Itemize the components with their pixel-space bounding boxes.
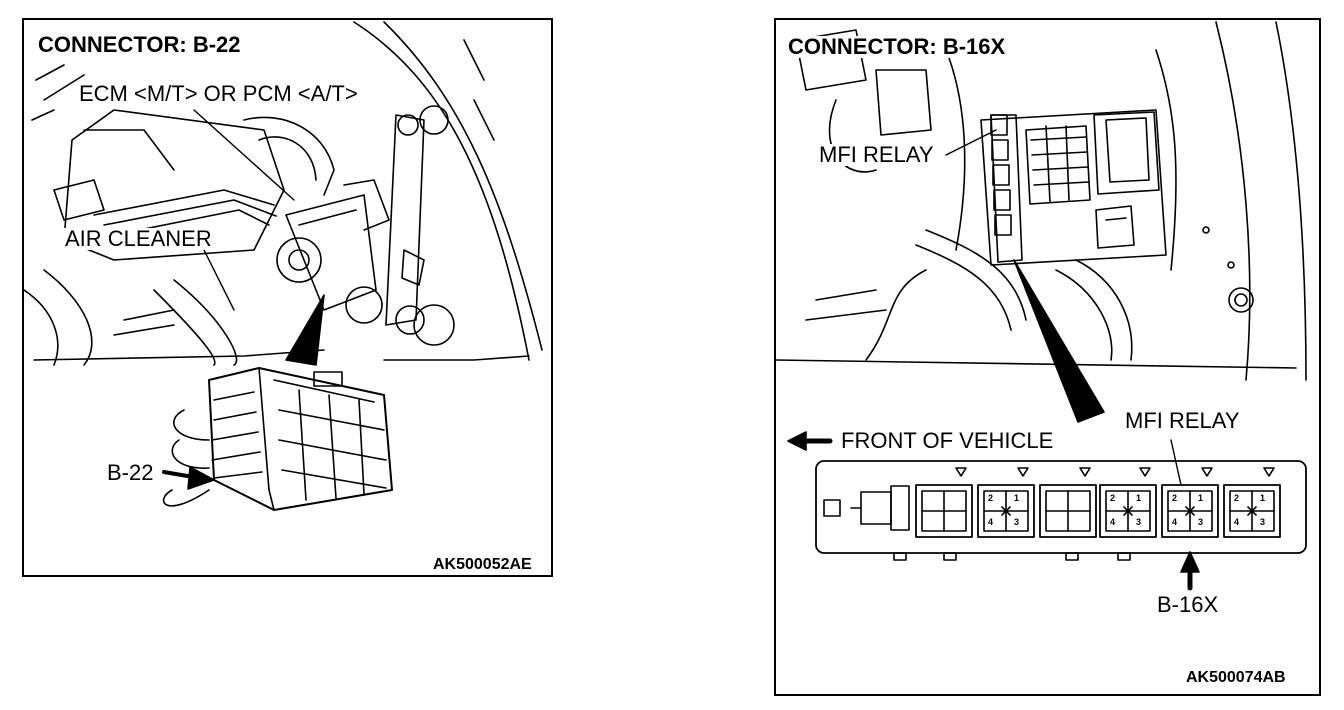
pin-label: 1 [1014, 493, 1020, 503]
pin-label: 3 [1136, 517, 1142, 527]
pin-label: 2 [1110, 493, 1116, 503]
pin-label: 1 [1136, 493, 1142, 503]
pin-label: 2 [1172, 493, 1178, 503]
pin-label: 3 [1014, 517, 1020, 527]
ecm-pcm-label: ECM <M/T> OR PCM <A/T> [76, 83, 361, 105]
pin-label: 1 [1260, 493, 1266, 503]
pin-label: 4 [988, 517, 994, 527]
connector-b16x-panel: 2 1 4 3 2 1 4 3 2 1 4 3 2 1 4 3 CONNECTO… [774, 18, 1321, 696]
figure-code: AK500074AB [1186, 669, 1286, 686]
pin-label: 3 [1260, 517, 1266, 527]
pin-label: 4 [1110, 517, 1116, 527]
connector-label: B-16X [1157, 592, 1219, 617]
connector-label: B-22 [107, 460, 154, 485]
mfi-relay-label: MFI RELAY [1122, 410, 1243, 432]
pin-label: 2 [1234, 493, 1240, 503]
ecm-connector-detail [162, 367, 393, 511]
pin-label: 4 [1234, 517, 1240, 527]
front-of-vehicle-label: FRONT OF VEHICLE [841, 428, 1054, 453]
page-title: CONNECTOR: B-16X [786, 34, 1008, 59]
relay-box-illustration [776, 21, 1307, 591]
pin-label: 3 [1198, 517, 1204, 527]
pin-label: 1 [1198, 493, 1204, 503]
pin-label: 4 [1172, 517, 1178, 527]
mfi-relay-label: MFI RELAY [816, 144, 937, 166]
air-cleaner-label: AIR CLEANER [62, 228, 215, 250]
figure-code: AK500052AE [433, 556, 532, 573]
pin-label: 2 [988, 493, 994, 503]
page-title: CONNECTOR: B-22 [36, 32, 243, 57]
connector-b22-panel: CONNECTOR: B-22 ECM <M/T> OR PCM <A/T> A… [22, 18, 553, 577]
